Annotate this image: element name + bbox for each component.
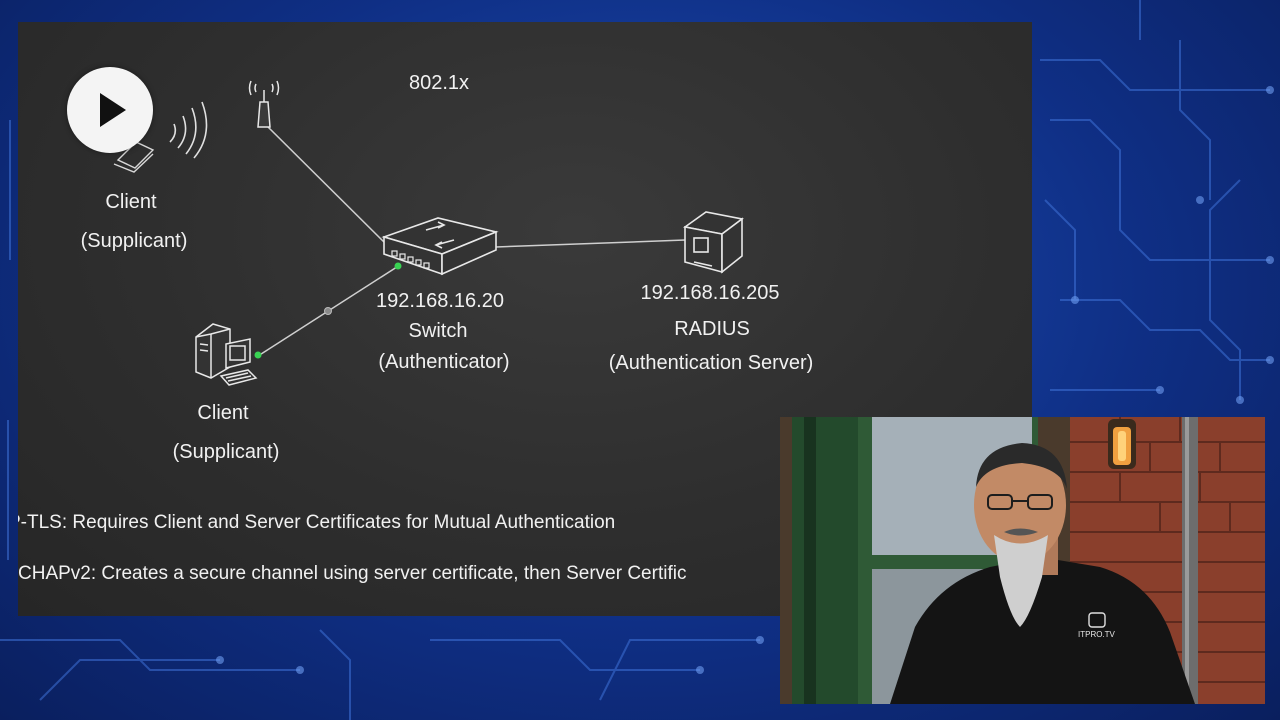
server-icon [683, 211, 744, 274]
play-button[interactable] [67, 67, 153, 153]
client-top-name: Client [105, 191, 157, 213]
switch-ip: 192.168.16.20 [376, 290, 504, 312]
bullet-eap-tls: P-TLS: Requires Client and Server Certif… [18, 512, 616, 533]
client-bottom-role: (Supplicant) [172, 441, 280, 463]
radius-role: (Authentication Server) [608, 352, 814, 374]
access-point-icon [248, 80, 280, 128]
radius-name: RADIUS [674, 318, 750, 340]
presenter-video-frame [780, 417, 1265, 704]
wifi-signal-icon [169, 101, 208, 159]
client-bottom-name: Client [197, 402, 249, 424]
desktop-computer-icon [195, 323, 258, 386]
protocol-label: 802.1x [408, 72, 470, 94]
presenter-webcam: ITPRO.TV [780, 417, 1265, 704]
link-status-dot [394, 262, 402, 270]
switch-name: Switch [408, 320, 468, 342]
switch-role: (Authenticator) [378, 351, 510, 373]
link-status-dot [254, 351, 262, 359]
network-diagram [113, 80, 744, 386]
link-midpoint-dot [324, 307, 332, 315]
ap-to-switch-link [264, 123, 387, 245]
radius-ip: 192.168.16.205 [640, 282, 780, 304]
client-top-role: (Supplicant) [80, 230, 188, 252]
bullet-mschapv2: CHAPv2: Creates a secure channel using s… [18, 563, 687, 584]
shirt-logo: ITPRO.TV [1078, 630, 1115, 639]
switch-to-radius-link [495, 239, 686, 248]
switch-icon [381, 217, 499, 276]
